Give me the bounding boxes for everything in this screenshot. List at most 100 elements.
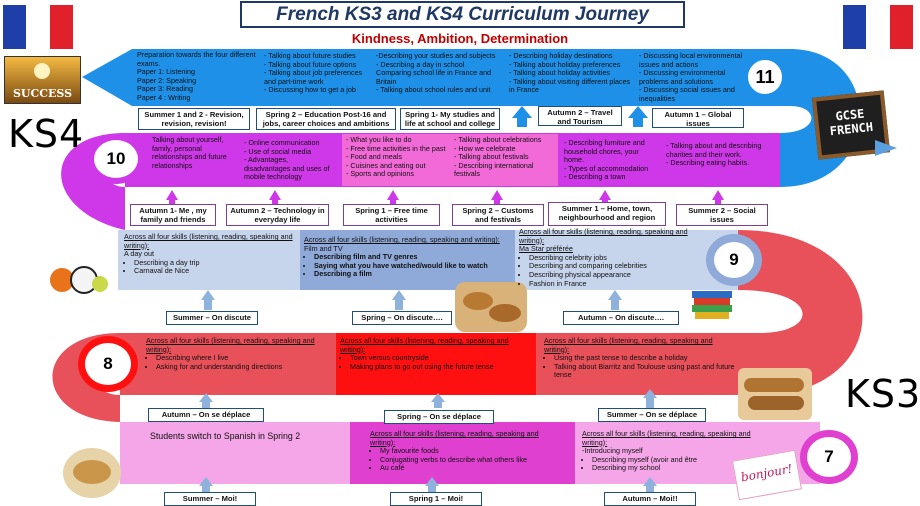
row9-star-item: Fashion in France xyxy=(529,279,711,288)
row9-star-panel: Across all four skills (listening, readi… xyxy=(515,226,715,288)
books-stack-icon xyxy=(692,285,732,325)
french-flag-left-icon xyxy=(3,5,73,49)
label-spring2-customs: Spring 2 – Customs and festivals xyxy=(452,204,544,226)
row11-education-panel: - Talking about future studies - Talking… xyxy=(264,51,363,95)
row7-food-item: Au café xyxy=(380,464,560,473)
row10-social-panel: - Talking about and describing charities… xyxy=(666,141,762,168)
row9-star-skills: Across all four skills (listening, readi… xyxy=(519,227,688,245)
row9-star-item: Describing celebrity jobs xyxy=(529,253,711,263)
row10-home-panel: - Describing furniture and household cho… xyxy=(564,138,649,182)
row9-film-title: Film and TV xyxy=(304,243,343,253)
row8-town-panel: Across all four skills (listening, readi… xyxy=(336,335,536,393)
label-autumn2-travel: Autumn 2 – Travel and Tourism xyxy=(538,106,622,126)
row7-myself-intro: -Introducing myself xyxy=(582,446,643,456)
row9-star-item: Describing physical appearance xyxy=(529,270,711,280)
label-spring2-education: Spring 2 – Education Post-16 and jobs, c… xyxy=(256,108,396,130)
paper-plane-icon xyxy=(875,140,897,156)
bread-loaves-icon xyxy=(738,368,812,420)
crepes-plate-icon xyxy=(63,448,121,498)
row11-school-panel: -Describing your studies and subjects - … xyxy=(376,51,496,95)
row10-freetime-panel: - What you like to do - Free time activi… xyxy=(342,134,450,186)
year9-circle: 9 xyxy=(706,234,762,286)
row8-mid xyxy=(336,333,536,395)
row7-myself-item: Describing myself (avoir and être xyxy=(592,455,764,465)
row7-food-skills: Across all four skills (listening, readi… xyxy=(370,429,539,447)
row9-film-panel: Across all four skills (listening, readi… xyxy=(300,234,515,290)
success-sun-icon xyxy=(34,63,50,79)
year10-circle: 10 xyxy=(88,134,144,184)
label-summer-on-se-deplace: Summer – On se déplace xyxy=(598,408,706,422)
row10-technology-panel: - Online communication - Use of social m… xyxy=(244,138,330,182)
row8-where-item: Describing where I live xyxy=(156,354,332,363)
row9-dayout-item: Carnaval de Nice xyxy=(134,267,296,276)
label-autumn2-technology: Autumn 2 – Technology in everyday life xyxy=(226,204,329,226)
year7-circle: 7 xyxy=(800,430,858,484)
row8-town-item: Making plans to go out using the future … xyxy=(350,362,532,372)
label-spring-on-discute: Spring – On discute…. xyxy=(352,311,452,325)
label-summer-moi: Summer – Moi! xyxy=(164,492,256,506)
row9-film-item: Describing a film xyxy=(314,270,511,279)
row8-town-item: Town versus countryside xyxy=(350,354,532,363)
label-spring1-studies: Spring 1- My studies and life at school … xyxy=(400,108,500,130)
row11-global-panel: - Discussing local environmental issues … xyxy=(639,51,743,103)
row8-where-item: Asking for and understanding directions xyxy=(156,362,332,372)
row11-travel-panel: - Describing holiday destinations - Talk… xyxy=(509,51,631,95)
row7-food-item: My favourite foods xyxy=(380,447,560,456)
label-summer2-social: Summer 2 – Social issues xyxy=(676,204,768,226)
row8-holiday-skills: Across all four skills (listening, readi… xyxy=(544,336,713,354)
label-spring1-freetime: Spring 1 – Free time activities xyxy=(343,204,440,226)
row11-band xyxy=(132,49,794,106)
row11-prep-panel: Preparation towards the four different e… xyxy=(137,50,256,102)
row9-star-title: Ma Star préférée xyxy=(519,244,573,254)
label-spring1-moi: Spring 1 – Moi! xyxy=(390,492,482,506)
label-summer-on-discute: Summer – On discute xyxy=(166,311,258,325)
label-autumn-moi: Autumn – Moi!! xyxy=(604,492,696,506)
row7-food-item: Conjugating verbs to describe what other… xyxy=(380,455,560,465)
row11-arrowhead xyxy=(82,49,132,106)
gcse-french-board: GCSE FRENCH xyxy=(811,80,897,168)
row7-mid xyxy=(350,422,575,484)
row11-arrow-travel xyxy=(512,106,532,118)
row9-dayout-title: A day out xyxy=(124,249,154,259)
row7-spanish-panel: Students switch to Spanish in Spring 2 xyxy=(150,431,301,441)
row10-customs-panel: - Talking about celebrations - How we ce… xyxy=(450,134,558,186)
ks4-label: KS4 xyxy=(8,112,85,156)
row9-dayout-item: Describing a day trip xyxy=(134,258,296,268)
row8-where-panel: Across all four skills (listening, readi… xyxy=(142,335,336,393)
row8-where-skills: Across all four skills (listening, readi… xyxy=(146,336,315,354)
row9-film xyxy=(300,230,515,290)
row9-film-skills: Across all four skills (listening, readi… xyxy=(304,235,500,244)
row9-dayout-panel: Across all four skills (listening, readi… xyxy=(120,231,300,289)
sports-balls-icon xyxy=(50,262,110,298)
row9-star-item: Describing and comparing celebrities xyxy=(529,262,711,271)
row8-holiday-panel: Across all four skills (listening, readi… xyxy=(540,335,740,393)
row10-family-panel: Talking about yourself, family, personal… xyxy=(152,135,227,170)
label-summer1-home: Summer 1 – Home, town, neighbourhood and… xyxy=(548,202,666,226)
curve-right-9 xyxy=(738,230,863,395)
row7-myself-skills: Across all four skills (listening, readi… xyxy=(582,429,751,447)
row7-myself-panel: Across all four skills (listening, readi… xyxy=(578,428,768,484)
page-title: French KS3 and KS4 Curriculum Journey xyxy=(240,1,685,28)
row9-dayout-skills: Across all four skills (listening, readi… xyxy=(124,232,293,250)
success-badge: SUCCESS xyxy=(4,56,81,104)
row9-film-item: Describing film and TV genres xyxy=(314,253,511,262)
croissants-icon xyxy=(455,282,527,332)
row8-holiday-item: Using the past tense to describe a holid… xyxy=(554,354,736,363)
row8-town-skills: Across all four skills (listening, readi… xyxy=(340,336,509,354)
label-autumn1-family: Autumn 1- Me , my family and friends xyxy=(130,204,216,226)
row7-myself-item: Describing my school xyxy=(592,464,764,473)
year8-circle: 8 xyxy=(78,336,138,392)
row8-holiday-item: Talking about Biarritz and Toulouse usin… xyxy=(554,362,736,380)
label-autumn-on-discute: Autumn – On discute…. xyxy=(563,311,679,325)
row7-food-panel: Across all four skills (listening, readi… xyxy=(366,428,564,484)
row11-arrow-global xyxy=(628,106,648,118)
success-text: SUCCESS xyxy=(12,87,73,100)
label-summer-revision: Summer 1 and 2 - Revision, revision, rev… xyxy=(138,108,250,130)
label-autumn-on-se-deplace: Autumn – On se déplace xyxy=(148,408,264,422)
curve-left-10 xyxy=(61,133,125,230)
label-autumn1-global: Autumn 1 – Global issues xyxy=(652,108,744,128)
ks3-label: KS3 xyxy=(845,372,920,416)
